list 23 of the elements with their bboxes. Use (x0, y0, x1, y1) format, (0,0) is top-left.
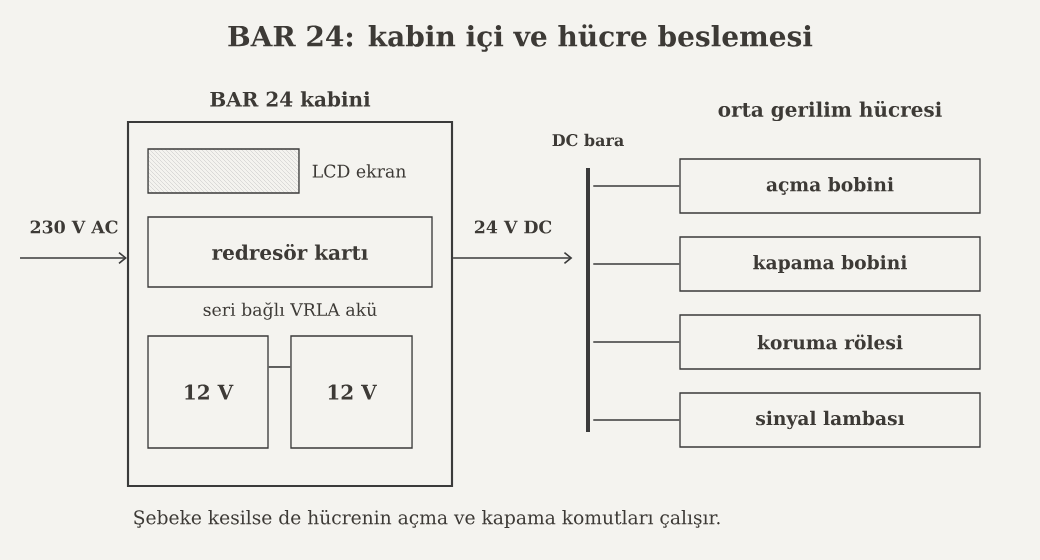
battery-box: 12 V (147, 335, 269, 449)
connector-line (592, 263, 681, 265)
caption: Şebeke kesilse de hücrenin açma ve kapama komutları çalışır. (134, 509, 720, 529)
connector-line (592, 419, 681, 421)
edge-label: 230 V AC (28, 219, 120, 235)
screen-label: LCD ekran (312, 164, 406, 178)
connector-line (592, 341, 681, 343)
title: BAR 24: kabin içi ve hücre beslemesi (228, 24, 813, 52)
device-box: kapama bobini (679, 236, 981, 292)
arrow (19, 251, 127, 265)
device-box: sinyal lambası (679, 392, 981, 448)
edge-label: 24 V DC (472, 219, 554, 235)
connector-line (267, 366, 292, 368)
board-box: redresör kartı (147, 216, 433, 288)
device-box: koruma rölesi (679, 314, 981, 370)
arrow (452, 251, 573, 265)
node-label: BAR 24 kabini (210, 91, 371, 107)
battery-label: seri bağlı VRLA akü (203, 302, 377, 320)
connector-line (592, 185, 681, 187)
section-heading: orta gerilim hücresi (718, 100, 942, 122)
device-box: açma bobini (679, 158, 981, 214)
battery-box: 12 V (290, 335, 413, 449)
bus-label: DC bara (552, 133, 624, 147)
